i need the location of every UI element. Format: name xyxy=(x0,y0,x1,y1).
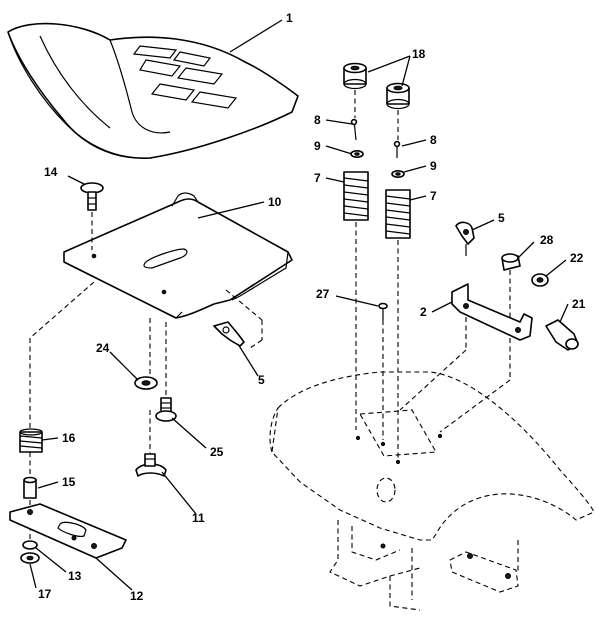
callout-7-right: 7 xyxy=(430,189,437,203)
washer-9-right xyxy=(391,170,405,179)
bushing-15 xyxy=(23,476,37,499)
washer-22 xyxy=(531,273,549,287)
alignment-lines-right xyxy=(354,90,511,462)
spring-7-left xyxy=(343,171,369,221)
callout-25: 25 xyxy=(210,445,224,459)
callout-27: 27 xyxy=(316,287,330,301)
seat-pan xyxy=(63,192,293,319)
seat-clip-left xyxy=(213,321,245,347)
chassis-fender xyxy=(269,371,595,541)
screw-27 xyxy=(378,302,388,320)
chassis-brackets xyxy=(329,520,519,611)
callout-14: 14 xyxy=(44,165,58,179)
bolt-21 xyxy=(545,319,579,351)
bushing-18-left xyxy=(343,62,367,90)
callout-9-right: 9 xyxy=(430,159,437,173)
callout-15: 15 xyxy=(62,475,76,489)
callout-17: 17 xyxy=(38,587,52,601)
washer-17 xyxy=(20,552,40,564)
washer-24 xyxy=(134,376,158,390)
callout-1: 1 xyxy=(286,11,293,25)
callout-28: 28 xyxy=(540,233,554,247)
callout-13: 13 xyxy=(68,569,82,583)
callout-8-right: 8 xyxy=(430,133,437,147)
callout-18: 18 xyxy=(412,47,426,61)
callout-5-left: 5 xyxy=(258,373,265,387)
spring-16 xyxy=(19,428,43,453)
leader-lines xyxy=(29,19,569,591)
callout-7-left: 7 xyxy=(314,171,321,185)
callout-8-left: 8 xyxy=(314,113,321,127)
callout-22: 22 xyxy=(570,251,584,265)
callout-labels: 1 18 8 9 8 9 7 7 14 10 5 28 22 27 2 21 2… xyxy=(38,11,586,603)
callout-21: 21 xyxy=(572,297,586,311)
bushing-18-right xyxy=(386,82,410,110)
callout-12: 12 xyxy=(130,589,144,603)
spring-7-right xyxy=(385,189,411,239)
callout-2: 2 xyxy=(420,305,427,319)
seat-panels xyxy=(132,45,238,109)
pin-8-left xyxy=(350,118,358,141)
seat xyxy=(7,22,299,159)
bolt-25 xyxy=(155,397,177,422)
handle-11 xyxy=(135,453,167,477)
callout-11: 11 xyxy=(192,511,205,525)
seat-clip-right xyxy=(455,221,475,256)
nut-13 xyxy=(22,540,38,550)
plate-12 xyxy=(9,503,127,559)
callout-10: 10 xyxy=(268,195,282,209)
nut-28 xyxy=(501,253,521,271)
pin-8-right xyxy=(393,140,401,158)
alignment-lines-left xyxy=(29,212,263,540)
washer-9-left xyxy=(350,150,364,159)
bracket-2 xyxy=(451,283,533,341)
callout-16: 16 xyxy=(62,431,76,445)
seat-knob xyxy=(80,182,104,211)
callout-5-right: 5 xyxy=(498,211,505,225)
callout-24: 24 xyxy=(96,341,110,355)
callout-9-left: 9 xyxy=(314,139,321,153)
